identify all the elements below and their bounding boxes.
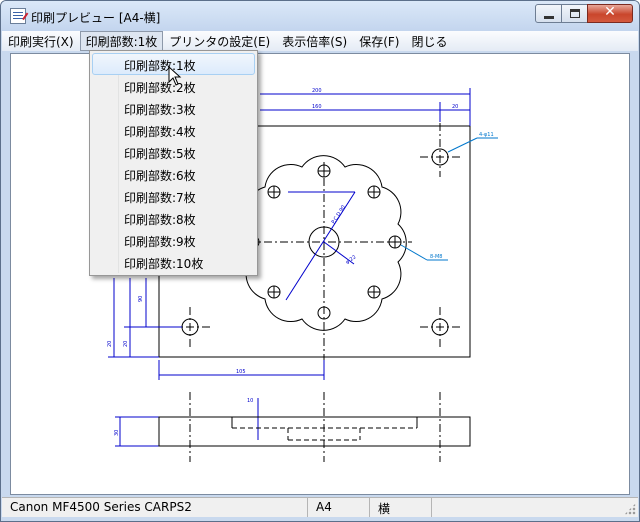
- resize-grip[interactable]: [624, 503, 636, 515]
- callout-labels: 4-φ11 8-M8: [430, 132, 494, 260]
- close-button[interactable]: ✕: [587, 4, 633, 23]
- maximize-icon: [570, 9, 580, 18]
- dimension-labels: 200 160 20 105 90 20 20 30 10: [107, 88, 458, 436]
- title-bar[interactable]: 印刷プレビュー [A4-横] ✕: [1, 1, 639, 31]
- dim-overall-width: 200: [312, 88, 322, 94]
- copies-option-7[interactable]: 印刷部数:7枚: [124, 191, 196, 205]
- copies-option-1[interactable]: 印刷部数:1枚: [92, 53, 255, 75]
- callout-bolt-holes: 8-M8: [430, 254, 442, 260]
- status-bar: Canon MF4500 Series CARPS2 A4 横: [2, 497, 638, 517]
- dim-bottom-offset: 20: [123, 341, 129, 347]
- status-printer: Canon MF4500 Series CARPS2: [2, 498, 308, 517]
- center-lines: [170, 107, 460, 462]
- copies-option-8[interactable]: 印刷部数:8枚: [124, 213, 196, 227]
- status-paper-size: A4: [308, 498, 370, 517]
- dim-section-step: 10: [247, 398, 253, 404]
- window-title: 印刷プレビュー [A4-横]: [31, 11, 161, 25]
- menu-printer-settings[interactable]: プリンタの設定(E): [169, 35, 271, 49]
- callout-pcd: P.C.D 90: [331, 204, 347, 225]
- minimize-button[interactable]: [535, 4, 562, 23]
- print-preview-icon: [10, 8, 26, 24]
- dim-side-height: 90: [138, 296, 144, 302]
- callout-leaders: [400, 137, 498, 261]
- caption-buttons: ✕: [535, 4, 633, 24]
- dim-edge-offset: 20: [452, 104, 458, 110]
- copies-option-10[interactable]: 印刷部数:10枚: [124, 257, 204, 271]
- dim-inner-width: 160: [312, 104, 322, 110]
- callout-center-hole: φ 22: [345, 254, 358, 265]
- dim-side-thickness: 20: [107, 341, 113, 347]
- copies-option-4[interactable]: 印刷部数:4枚: [124, 125, 196, 139]
- dimension-lines: [108, 88, 471, 447]
- mouse-pointer-icon: [168, 66, 182, 86]
- minimize-icon: [544, 16, 554, 19]
- menu-close[interactable]: 閉じる: [411, 35, 448, 49]
- dim-section-height: 30: [114, 430, 120, 436]
- copies-option-5[interactable]: 印刷部数:5枚: [124, 147, 196, 161]
- front-view: [158, 416, 471, 447]
- copies-dropdown: 印刷部数:1枚 印刷部数:2枚 印刷部数:3枚 印刷部数:4枚 印刷部数:5枚 …: [89, 50, 258, 276]
- menu-save[interactable]: 保存(F): [359, 35, 400, 49]
- menu-print[interactable]: 印刷実行(X): [8, 35, 74, 49]
- status-orientation: 横: [370, 498, 432, 517]
- menu-bar: 印刷実行(X) 印刷部数:1枚 プリンタの設定(E) 表示倍率(S) 保存(F)…: [2, 31, 638, 51]
- menu-copies[interactable]: 印刷部数:1枚: [79, 31, 164, 51]
- copies-option-9[interactable]: 印刷部数:9枚: [124, 235, 196, 249]
- close-icon: ✕: [604, 4, 616, 20]
- copies-option-6[interactable]: 印刷部数:6枚: [124, 169, 196, 183]
- menu-zoom[interactable]: 表示倍率(S): [282, 35, 348, 49]
- dim-center-offset: 105: [236, 369, 246, 375]
- front-view-hidden-lines: [232, 427, 417, 441]
- maximize-button[interactable]: [561, 4, 588, 23]
- technical-drawing: 200 160 20 105 90 20 20 30 10 4-φ11 8-M8…: [107, 88, 498, 462]
- callout-corner-holes: 4-φ11: [479, 132, 494, 138]
- copies-option-3[interactable]: 印刷部数:3枚: [124, 103, 196, 117]
